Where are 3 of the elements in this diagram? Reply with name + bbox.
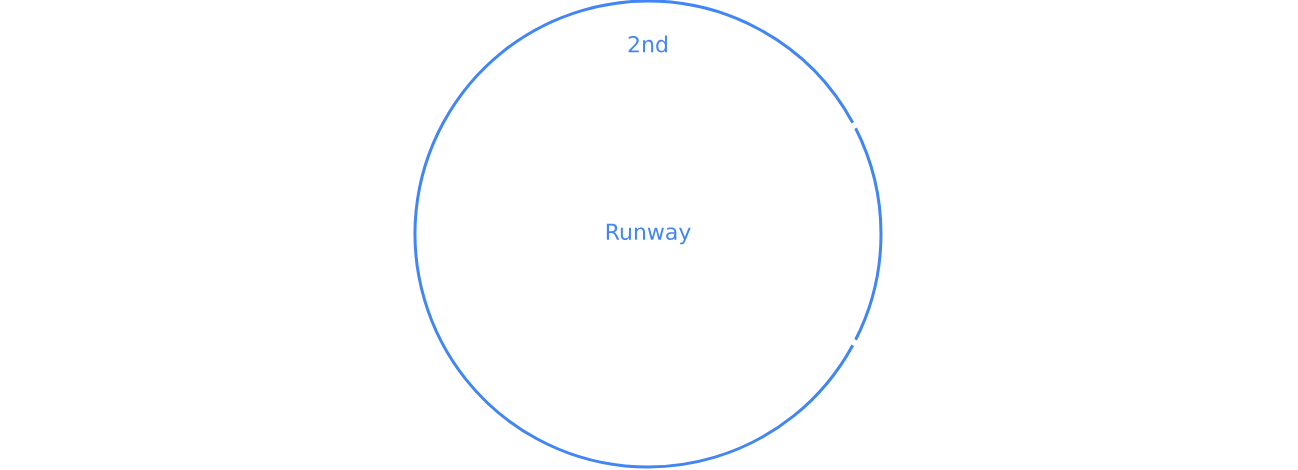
circle-label: Runway: [606, 223, 691, 245]
circle-outline: [413, 0, 883, 469]
circle-label: 2nd: [628, 35, 667, 53]
